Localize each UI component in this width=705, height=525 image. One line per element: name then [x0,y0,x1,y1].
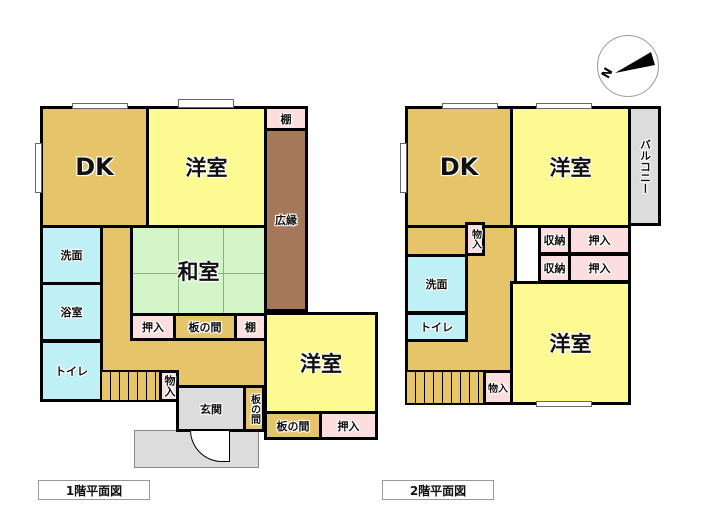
f1-room-yokushitsu: 浴室 [40,282,103,342]
f2-monoire-bottom: 物入 [483,370,513,405]
f1-window [35,143,42,193]
f2-oshiire-2: 押入 [568,253,631,283]
f2-window [442,103,498,109]
f2-window [536,103,592,109]
f1-room-yoshitsu-right: 洋室 [264,312,378,414]
f2-shuno-1: 収納 [538,225,571,255]
f2-window [536,401,592,407]
f1-room-washitsu: 和室 [130,225,267,317]
f2-monoire-top: 物入 [465,222,485,256]
compass: N [597,35,659,97]
f1-stairs[interactable] [100,370,162,402]
f2-stairs[interactable] [405,370,487,405]
f2-room-yoshitsu-top: 洋室 [510,106,631,228]
f2-oshiire-1: 押入 [568,225,631,255]
f2-room-toilet: トイレ [405,312,468,342]
f1-room-hiroen: 広縁 [264,128,308,312]
f2-window [400,143,407,193]
f1-caption: 1階平面図 [38,480,150,500]
f1-oshiire: 押入 [130,313,176,341]
f2-balcony: バルコニー [628,106,661,226]
f1-itanoma: 板の間 [173,313,237,341]
f2-room-senmen: 洗面 [405,254,468,314]
f1-room-yoshitsu-top: 洋室 [146,106,267,228]
f1-room-senmen: 洗面 [40,225,103,285]
f1-tana: 棚 [234,313,267,341]
f2-room-dk: DK [405,106,513,228]
f1-window [72,103,128,109]
f1-itanoma-bottom: 板の間 [264,411,322,440]
f1-window [178,99,234,108]
f2-room-yoshitsu-bottom: 洋室 [510,281,631,405]
north-arrow-icon [615,52,655,73]
f1-itanoma-vertical: 板の間 [243,385,265,432]
f1-oshiire-bottom: 押入 [319,411,378,440]
f1-room-dk: DK [40,106,149,228]
f2-caption: 2階平面図 [382,480,494,500]
f2-shuno-2: 収納 [538,253,571,283]
f1-genkan: 玄関 [176,385,246,432]
f1-room-toilet: トイレ [40,340,103,402]
